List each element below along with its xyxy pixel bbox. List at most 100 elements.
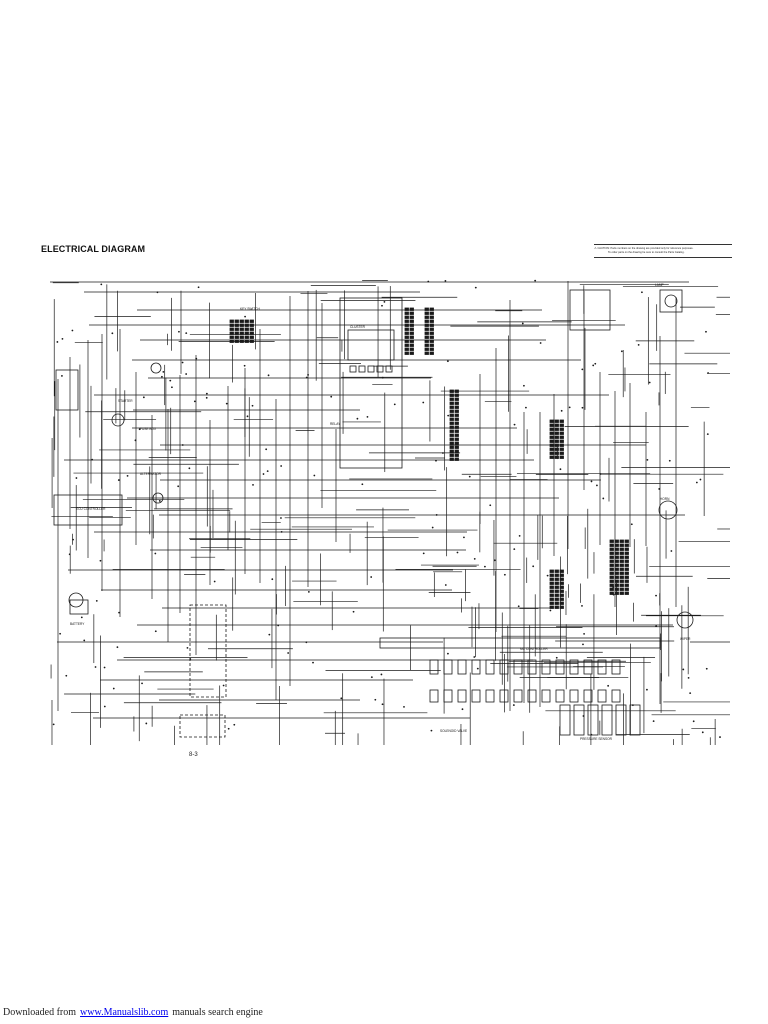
connector-pin [429, 335, 434, 339]
junction-dot [161, 375, 163, 378]
connector-pin [449, 417, 454, 421]
connector-pin [454, 441, 459, 445]
junction-dot [178, 330, 180, 333]
junction-dot [126, 474, 129, 477]
junction-dot [534, 279, 537, 282]
connector-pin [249, 319, 254, 323]
connector-pin [619, 587, 624, 591]
connector-pin [619, 567, 624, 571]
connector-pin [409, 311, 414, 315]
connector-pin [559, 455, 564, 459]
solenoid-block [629, 704, 641, 736]
relay-box [569, 659, 579, 675]
connector-pin [614, 543, 619, 547]
junction-dot [513, 423, 516, 426]
connector-pin [554, 569, 559, 573]
junction-dot [112, 687, 115, 690]
connector-pin [619, 571, 624, 575]
junction-dot [189, 658, 192, 660]
junction-dot [456, 551, 459, 554]
solenoid-block [573, 704, 585, 736]
junction-dot [705, 667, 708, 670]
controller-box [53, 494, 123, 526]
component-label: ALTERNATOR [140, 472, 162, 476]
component-label: ECU CONTROLLER [76, 507, 106, 511]
connector-pin [554, 581, 559, 585]
relay-box [597, 659, 607, 675]
junction-dot [607, 684, 610, 687]
junction-dot [707, 372, 709, 374]
connector-pin [559, 569, 564, 573]
connector-pin [554, 597, 559, 601]
connector-pin [404, 315, 409, 319]
connector-pin [424, 323, 429, 327]
connector-pin [239, 335, 244, 339]
connector-pin [614, 583, 619, 587]
connector-pin [624, 587, 629, 591]
connector-pin [404, 307, 409, 311]
relay-box [541, 659, 551, 675]
connector-pin [614, 563, 619, 567]
motor-symbol [658, 500, 678, 520]
connector-pin [549, 593, 554, 597]
connector-pin [234, 331, 239, 335]
connector-pin [549, 423, 554, 427]
junction-dot [103, 705, 106, 708]
junction-dot [307, 373, 309, 376]
connector-pin [559, 423, 564, 427]
relay-box [513, 659, 523, 675]
junction-dot [83, 639, 86, 642]
connector-pin [409, 327, 414, 331]
junction-dot [280, 517, 282, 519]
connector-pin [404, 331, 409, 335]
junction-dot [374, 698, 377, 701]
connector-pin [549, 431, 554, 435]
junction-dot [141, 682, 143, 685]
relay-box [429, 689, 439, 703]
connector-pin [619, 543, 624, 547]
junction-dot [381, 703, 384, 706]
junction-dot [243, 364, 246, 367]
connector-pin [424, 347, 429, 351]
junction-dot [171, 386, 173, 389]
junction-dot [706, 433, 709, 435]
connector-pin [229, 339, 234, 343]
connector-pin [449, 441, 454, 445]
sensor-symbol [150, 362, 162, 374]
junction-dot [111, 332, 114, 335]
connector-pin [609, 591, 614, 595]
junction-dot [138, 428, 141, 431]
component-label: WIPER [680, 637, 691, 641]
connector-pin [424, 339, 429, 343]
battery-box [69, 599, 89, 615]
connector-pin [609, 563, 614, 567]
relay-box [597, 689, 607, 703]
junction-dot [532, 565, 535, 568]
junction-dot [185, 373, 188, 375]
connector-pin [454, 413, 459, 417]
connector-pin [549, 573, 554, 577]
junction-dot [612, 586, 615, 588]
junction-dot [233, 723, 236, 726]
junction-dot [489, 504, 492, 507]
connector-pin [429, 347, 434, 351]
junction-dot [227, 727, 230, 730]
connector-pin [404, 327, 409, 331]
junction-dot [68, 553, 71, 556]
manualslib-link[interactable]: www.Manualslib.com [80, 1007, 169, 1018]
connector-pin [409, 351, 414, 355]
junction-dot [52, 723, 55, 726]
connector-pin [624, 543, 629, 547]
junction-dot [383, 301, 386, 303]
connector-pin [429, 351, 434, 355]
connector-pin [249, 327, 254, 331]
connector-pin [239, 339, 244, 343]
connector-pin [559, 447, 564, 451]
connector-pin [449, 405, 454, 409]
connector-pin [249, 339, 254, 343]
connector-pin [614, 551, 619, 555]
sensor-symbol [152, 492, 164, 504]
ecu-block [339, 297, 403, 469]
component-label: LAMP [655, 283, 664, 287]
ecu-key [349, 365, 357, 373]
